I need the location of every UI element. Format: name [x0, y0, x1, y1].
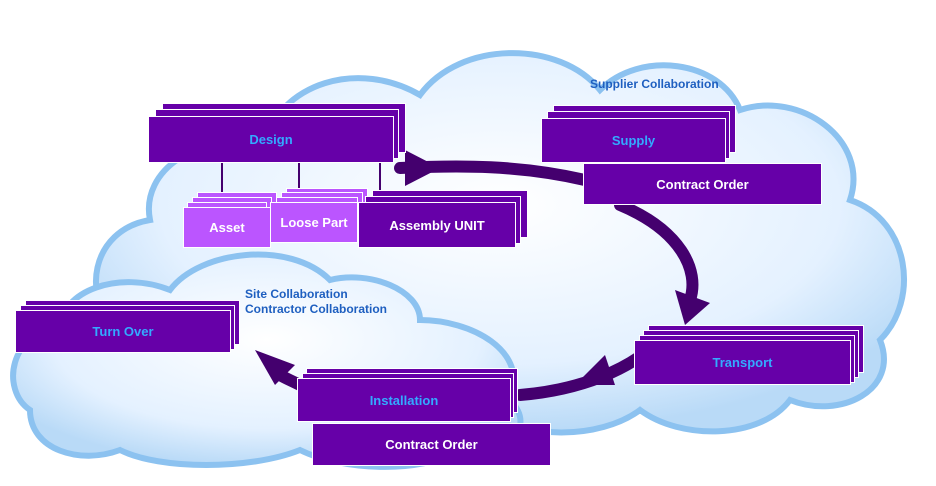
- asset-box[interactable]: Asset: [183, 207, 271, 248]
- supply-stack[interactable]: Supply: [541, 105, 736, 163]
- assembly-unit-stack[interactable]: Assembly UNIT: [358, 190, 528, 248]
- supply-box[interactable]: Supply: [541, 118, 726, 163]
- site-collaboration-label: Site Collaboration: [245, 287, 348, 301]
- loose-part-box[interactable]: Loose Part: [270, 202, 358, 243]
- installation-stack[interactable]: Installation: [297, 368, 522, 422]
- contract-order-top-box[interactable]: Contract Order: [583, 163, 822, 205]
- transport-stack[interactable]: Transport: [634, 325, 864, 385]
- design-box[interactable]: Design: [148, 116, 394, 163]
- loose-part-stack[interactable]: Loose Part: [270, 188, 370, 244]
- contractor-collaboration-label: Contractor Collaboration: [245, 302, 388, 316]
- assembly-unit-box[interactable]: Assembly UNIT: [358, 202, 516, 248]
- installation-box[interactable]: Installation: [297, 378, 511, 422]
- turn-over-stack[interactable]: Turn Over: [15, 300, 240, 353]
- turn-over-box[interactable]: Turn Over: [15, 310, 231, 353]
- contract-order-bottom-box[interactable]: Contract Order: [312, 423, 551, 466]
- supplier-collaboration-label: Supplier Collaboration: [590, 77, 719, 91]
- asset-stack[interactable]: Asset: [183, 192, 278, 248]
- transport-box[interactable]: Transport: [634, 340, 851, 385]
- design-stack[interactable]: Design: [148, 103, 406, 163]
